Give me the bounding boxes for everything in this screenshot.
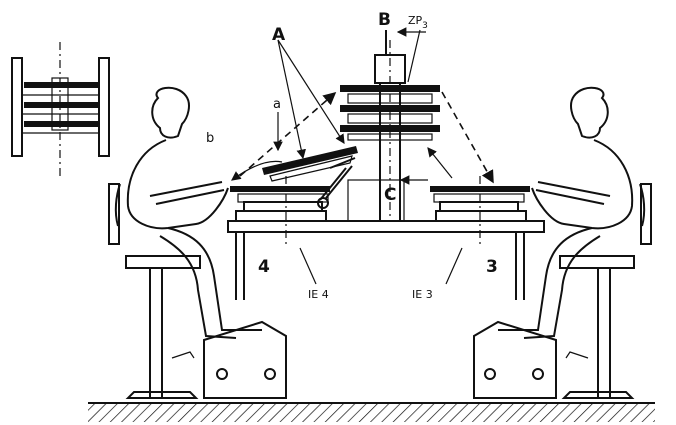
label-station-3: 3 — [486, 257, 498, 277]
label-IE3: IE 3 — [412, 288, 433, 301]
label-IE4: IE 4 — [308, 288, 329, 301]
pedal-right — [473, 320, 557, 399]
label-A: A — [272, 25, 286, 45]
operator-right — [498, 86, 652, 399]
tilted-tray — [262, 146, 358, 209]
motion-arrows — [231, 27, 494, 285]
pedal-left — [203, 320, 287, 399]
station-4-tray — [230, 176, 330, 246]
label-a: a — [273, 97, 281, 112]
label-b: b — [206, 131, 214, 146]
ground — [88, 402, 655, 422]
label-ZP3: ZP3 — [408, 14, 428, 31]
operator-left — [108, 86, 262, 399]
station-3-tray — [430, 176, 530, 246]
label-C: C — [384, 185, 396, 205]
work-table — [227, 179, 545, 300]
label-B: B — [378, 10, 391, 30]
inset-tray-stack — [11, 42, 110, 178]
label-station-4: 4 — [258, 257, 270, 277]
central-column — [340, 30, 440, 222]
